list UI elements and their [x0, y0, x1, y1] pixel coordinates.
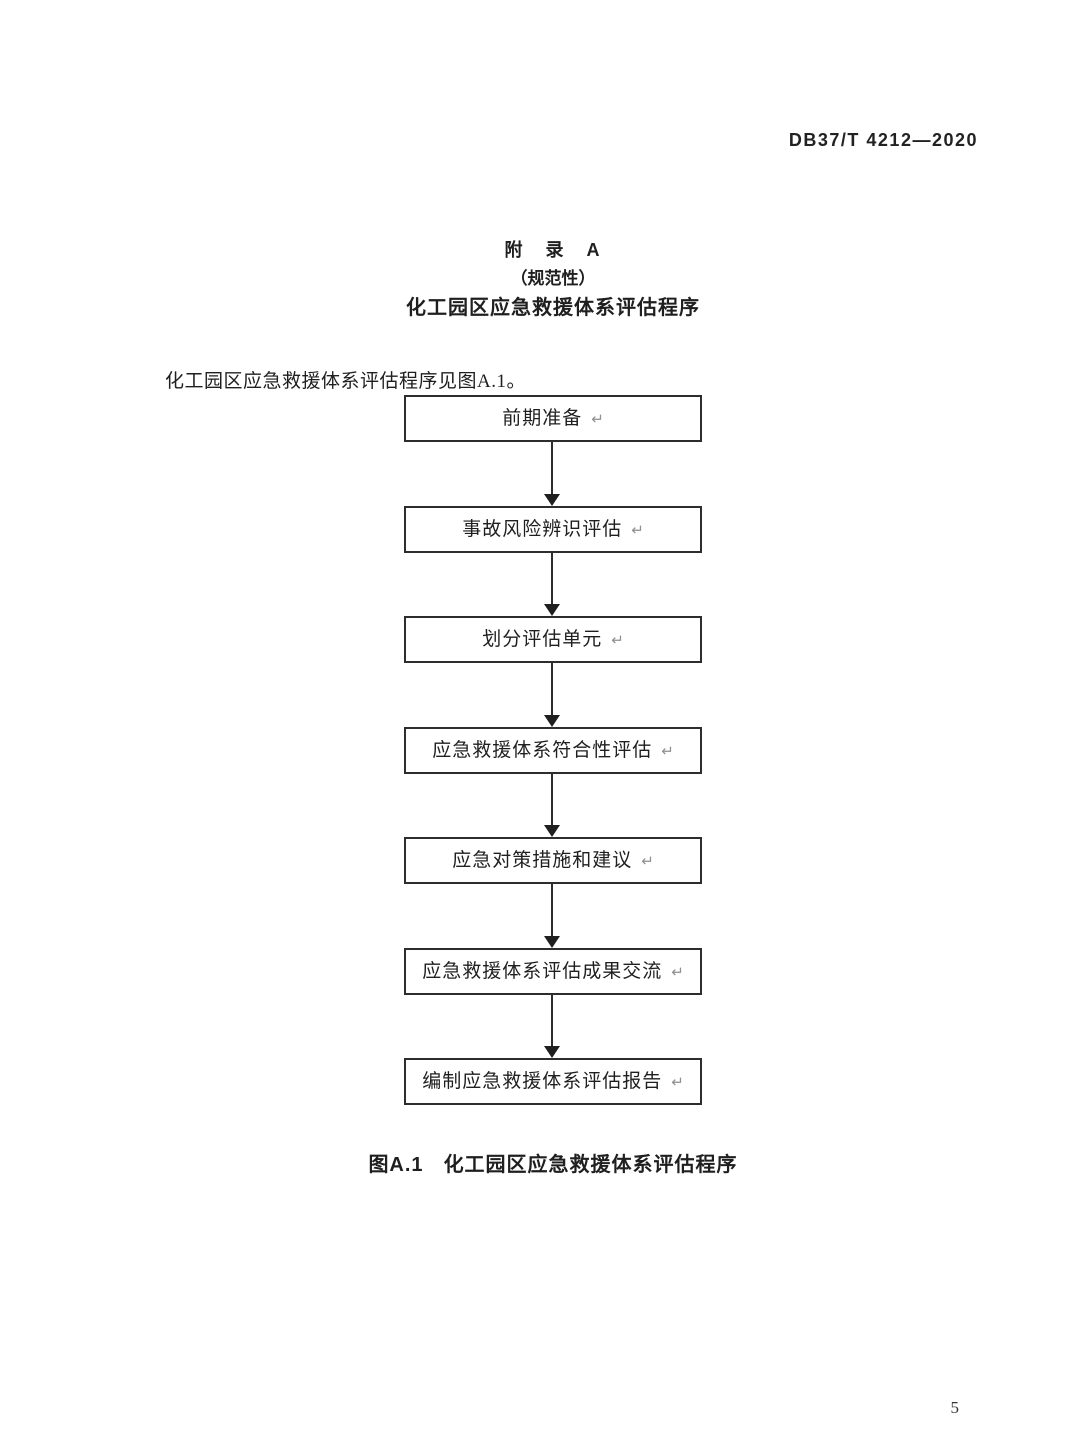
- paragraph-return-mark: ↵: [641, 854, 654, 870]
- flowchart-step-label: 应急救援体系评估成果交流: [422, 961, 663, 982]
- flowchart-step-1: 前期准备 ↵: [404, 395, 702, 442]
- paragraph-return-mark: ↵: [671, 1075, 684, 1091]
- paragraph-return-mark: ↵: [611, 633, 624, 649]
- arrow-head-icon: [544, 936, 560, 948]
- arrow-line: [551, 884, 553, 938]
- arrow-head-icon: [544, 1046, 560, 1058]
- flowchart-step-label: 编制应急救援体系评估报告: [422, 1071, 663, 1092]
- intro-paragraph: 化工园区应急救援体系评估程序见图A.1。: [165, 371, 526, 392]
- flowchart-step-4: 应急救援体系符合性评估 ↵: [404, 727, 702, 774]
- appendix-normative-label: （规范性）: [510, 269, 596, 288]
- flowchart-step-label: 应急对策措施和建议: [452, 850, 633, 871]
- arrow-line: [551, 774, 553, 827]
- figure-caption-text: 化工园区应急救援体系评估程序: [443, 1154, 738, 1176]
- arrow-head-icon: [544, 715, 560, 727]
- paragraph-return-mark: ↵: [631, 523, 644, 539]
- arrow-head-icon: [544, 604, 560, 616]
- flowchart-step-label: 划分评估单元: [482, 629, 603, 650]
- flowchart-step-label: 前期准备: [502, 408, 583, 429]
- flowchart-step-6: 应急救援体系评估成果交流 ↵: [404, 948, 702, 995]
- page-number: 5: [950, 1398, 960, 1417]
- appendix-subject-title: 化工园区应急救援体系评估程序: [406, 297, 700, 319]
- flow-arrow-5: [544, 884, 560, 948]
- arrow-head-icon: [544, 825, 560, 837]
- figure-caption-label: 图A.1: [368, 1154, 424, 1176]
- paragraph-return-mark: ↵: [591, 412, 604, 428]
- arrow-head-icon: [544, 494, 560, 506]
- flowchart-step-label: 事故风险辨识评估: [462, 519, 623, 540]
- flow-arrow-4: [544, 774, 560, 837]
- flowchart-step-label: 应急救援体系符合性评估: [432, 740, 653, 761]
- figure-caption: 图A.1 化工园区应急救援体系评估程序: [26, 1148, 1080, 1177]
- paragraph-return-mark: ↵: [661, 744, 674, 760]
- flow-arrow-1: [544, 442, 560, 506]
- arrow-line: [551, 663, 553, 717]
- arrow-line: [551, 553, 553, 606]
- arrow-line: [551, 995, 553, 1048]
- arrow-line: [551, 442, 553, 496]
- flow-arrow-6: [544, 995, 560, 1058]
- appendix-title: 附 录 A: [504, 240, 602, 260]
- flowchart-step-3: 划分评估单元 ↵: [404, 616, 702, 663]
- flowchart-step-5: 应急对策措施和建议 ↵: [404, 837, 702, 884]
- flow-arrow-3: [544, 663, 560, 727]
- flow-arrow-2: [544, 553, 560, 616]
- flowchart-step-2: 事故风险辨识评估 ↵: [404, 506, 702, 553]
- flowchart-step-7: 编制应急救援体系评估报告 ↵: [404, 1058, 702, 1105]
- paragraph-return-mark: ↵: [671, 965, 684, 981]
- standard-number-header: DB37/T 4212—2020: [788, 130, 978, 150]
